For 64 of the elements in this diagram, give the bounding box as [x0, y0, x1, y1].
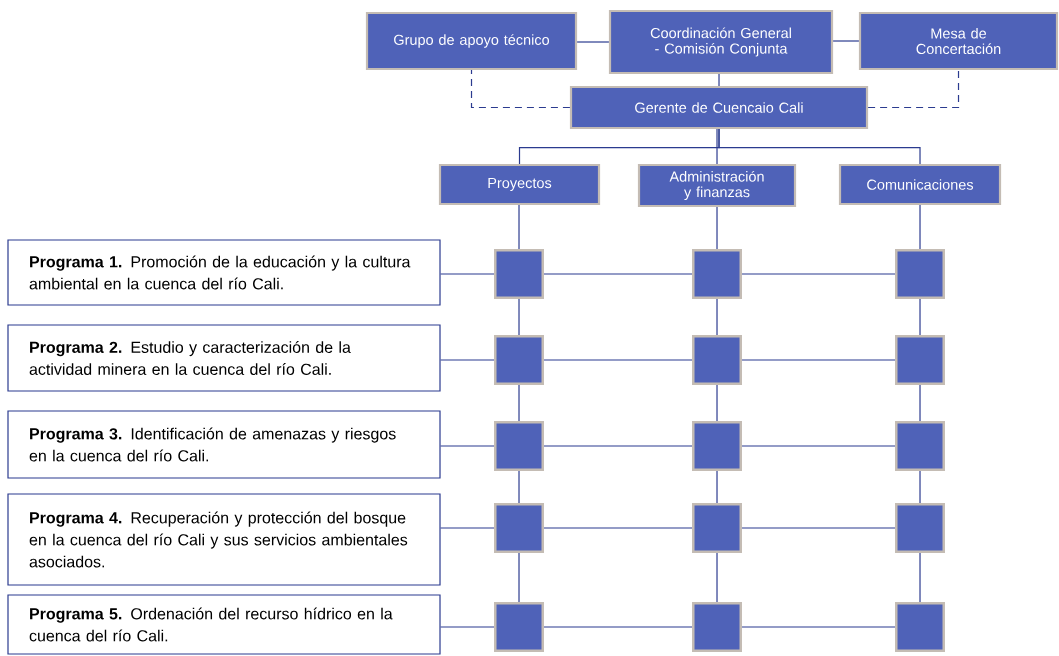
square-box	[895, 503, 945, 553]
connector-line	[919, 470, 921, 504]
connector-line	[919, 204, 921, 250]
connector-line	[919, 384, 921, 422]
connector-line	[543, 359, 693, 361]
connector-line	[741, 359, 896, 361]
program-box: Programa 3. Identificación de amenazas y riesgos en la cuenca del río Cali.	[7, 410, 441, 479]
connector-line	[716, 128, 718, 165]
program-box: Programa 4. Recuperación y protección del bosque en la cuenca del río Cali y sus servicios ambientales asociados.	[7, 493, 441, 586]
connector-line	[518, 470, 520, 504]
connector-line	[741, 527, 896, 529]
connector-line	[919, 552, 921, 603]
org-box: Mesa de Concertación	[858, 11, 1059, 71]
connector-line	[543, 273, 693, 275]
org-box: Coordinación General - Comisión Conjunta	[608, 9, 834, 75]
org-box: Proyectos	[438, 163, 601, 206]
connector-line	[440, 445, 495, 447]
connector-line	[716, 470, 718, 504]
org-box: Administración y finanzas	[637, 163, 797, 208]
connector-line	[867, 69, 960, 109]
org-box: Grupo de apoyo técnico	[365, 11, 578, 71]
connector-line	[741, 445, 896, 447]
connector-line	[718, 73, 720, 87]
square-box	[494, 421, 544, 471]
connector-line	[741, 273, 896, 275]
program-box: Programa 2. Estudio y caracterización de la actividad minera en la cuenca del río Cali.	[7, 324, 441, 392]
square-box	[895, 602, 945, 652]
square-box	[692, 335, 742, 385]
connector-line	[518, 552, 520, 603]
connector-line	[716, 384, 718, 422]
connector-line	[470, 69, 571, 109]
square-box	[692, 421, 742, 471]
square-box	[895, 335, 945, 385]
connector-line	[543, 527, 693, 529]
connector-line	[440, 527, 495, 529]
connector-line	[716, 206, 718, 250]
connector-line	[518, 204, 520, 250]
connector-line	[718, 128, 921, 165]
square-box	[494, 249, 544, 299]
connector-line	[576, 41, 610, 43]
square-box	[494, 503, 544, 553]
connector-line	[518, 384, 520, 422]
connector-line	[716, 298, 718, 336]
square-box	[895, 249, 945, 299]
square-box	[494, 602, 544, 652]
connector-line	[440, 359, 495, 361]
connector-line	[716, 552, 718, 603]
program-box: Programa 5. Ordenación del recurso hídrico en la cuenca del río Cali.	[7, 594, 441, 655]
connector-line	[518, 298, 520, 336]
connector-line	[543, 626, 693, 628]
org-box: Comunicaciones	[838, 163, 1002, 206]
square-box	[494, 335, 544, 385]
square-box	[692, 602, 742, 652]
square-box	[692, 503, 742, 553]
square-box	[895, 421, 945, 471]
connector-line	[741, 626, 896, 628]
connector-line	[440, 626, 495, 628]
program-box: Programa 1. Promoción de la educación y la cultura ambiental en la cuenca del río Cali.	[7, 239, 441, 306]
connector-line	[832, 40, 860, 42]
connector-line	[440, 273, 495, 275]
org-box: Gerente de Cuencaio Cali	[569, 85, 869, 130]
connector-line	[543, 445, 693, 447]
square-box	[692, 249, 742, 299]
connector-line	[919, 298, 921, 336]
